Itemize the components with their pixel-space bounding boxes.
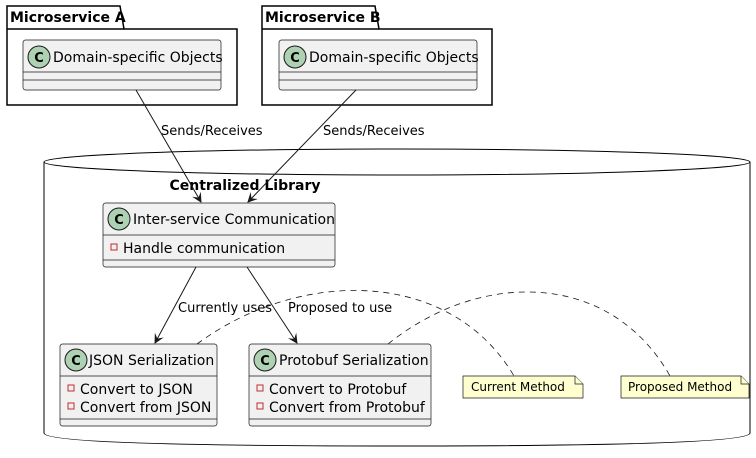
note-link-current (196, 290, 515, 377)
package-title: Microservice B (265, 10, 381, 26)
svg-text:C: C (260, 354, 270, 369)
class-inter-service-communication: C Inter-service Communication Handle com… (102, 202, 336, 268)
class-stereotype-icon (64, 348, 88, 372)
class-name: Inter-service Communication (133, 212, 335, 228)
class-stereotype-icon (27, 45, 51, 69)
edge-label: Proposed to use (288, 301, 392, 316)
edge-label: Sends/Receives (323, 124, 425, 139)
note-current-method: Current Method (462, 375, 584, 399)
private-visibility-icon (256, 402, 264, 410)
edge-label: Sends/Receives (161, 124, 263, 139)
class-stereotype-icon (253, 348, 277, 372)
class-protobuf-serialization: C Protobuf Serialization Convert to Prot… (248, 343, 432, 427)
class-stereotype-icon (107, 207, 131, 231)
svg-text:C: C (34, 51, 44, 66)
svg-text:C: C (71, 354, 81, 369)
class-member: Handle communication (123, 241, 285, 257)
edge-b-to-communication: Sends/Receives (247, 89, 425, 203)
note-text: Proposed Method (628, 380, 732, 394)
private-visibility-icon (67, 402, 75, 410)
edge-communication-to-protobuf: Proposed to use (246, 266, 392, 344)
class-domain-objects-b: C Domain-specific Objects (278, 39, 479, 91)
svg-text:C: C (290, 51, 300, 66)
class-name: Protobuf Serialization (279, 353, 429, 369)
class-stereotype-icon (283, 45, 307, 69)
note-proposed-method: Proposed Method (620, 375, 750, 399)
class-name: Domain-specific Objects (309, 50, 479, 66)
private-visibility-icon (67, 384, 75, 392)
class-member: Convert from JSON (80, 400, 211, 416)
class-member: Convert from Protobuf (269, 400, 426, 416)
private-visibility-icon (256, 384, 264, 392)
class-member: Convert to JSON (80, 382, 193, 398)
class-name: JSON Serialization (88, 353, 214, 369)
note-link-proposed (387, 291, 671, 377)
edge-a-to-communication: Sends/Receives (135, 89, 263, 203)
class-name: Domain-specific Objects (53, 50, 223, 66)
note-text: Current Method (471, 380, 565, 394)
class-domain-objects-a: C Domain-specific Objects (22, 39, 223, 91)
class-json-serialization: C JSON Serialization Convert to JSON Con… (59, 343, 218, 427)
edge-communication-to-json: Currently uses (154, 266, 272, 344)
edge-label: Currently uses (178, 301, 272, 316)
package-title: Microservice A (10, 10, 126, 26)
private-visibility-icon (110, 243, 118, 251)
package-title: Centralized Library (169, 178, 320, 194)
class-member: Convert to Protobuf (269, 382, 407, 398)
svg-text:C: C (114, 213, 124, 228)
